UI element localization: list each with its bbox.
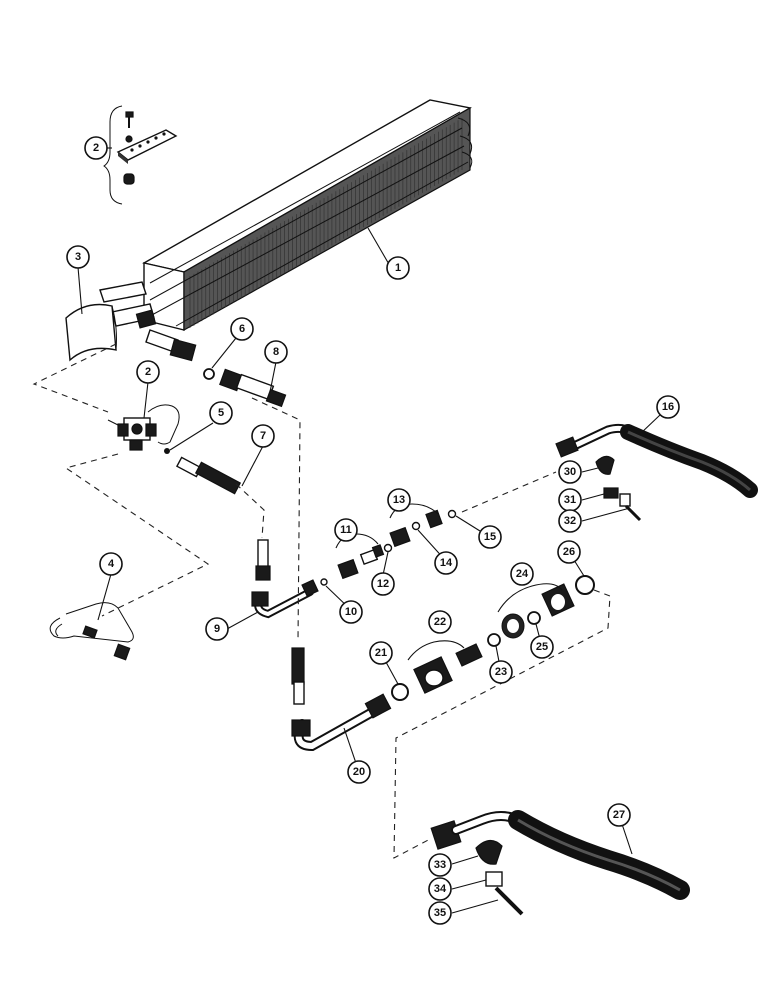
svg-text:33: 33 <box>434 859 446 871</box>
callout-1[interactable]: 1 <box>386 256 410 280</box>
callout-9[interactable]: 9 <box>205 617 229 641</box>
svg-text:21: 21 <box>375 647 387 659</box>
equalizer-tube <box>49 602 134 661</box>
o-ring-10 <box>320 578 328 586</box>
svg-text:15: 15 <box>484 531 496 543</box>
o-ring-5 <box>164 448 170 454</box>
callout-4[interactable]: 4 <box>99 552 123 576</box>
svg-text:32: 32 <box>564 515 576 527</box>
callout-2-bracket[interactable]: 2 <box>84 136 108 160</box>
callout-32[interactable]: 32 <box>558 509 582 533</box>
routing-lines <box>32 343 611 859</box>
callout-14[interactable]: 14 <box>434 551 458 575</box>
svg-text:24: 24 <box>516 568 529 580</box>
cooler-core <box>99 99 473 362</box>
svg-text:35: 35 <box>434 907 446 919</box>
callout-21[interactable]: 21 <box>369 641 393 665</box>
svg-text:11: 11 <box>340 524 352 536</box>
svg-text:27: 27 <box>613 809 625 821</box>
callout-26[interactable]: 26 <box>557 540 581 564</box>
svg-text:26: 26 <box>563 546 575 558</box>
hose-assembly-16 <box>555 423 758 498</box>
elbow-tube-20 <box>291 647 392 752</box>
bracket-kit <box>103 105 178 205</box>
callout-22[interactable]: 22 <box>428 610 452 634</box>
svg-text:8: 8 <box>273 346 279 358</box>
fitting-group-21-26 <box>391 575 595 701</box>
callout-13[interactable]: 13 <box>387 488 411 512</box>
svg-text:25: 25 <box>536 641 548 653</box>
svg-text:12: 12 <box>377 578 389 590</box>
svg-text:6: 6 <box>239 323 245 335</box>
svg-text:22: 22 <box>434 616 446 628</box>
callout-30[interactable]: 30 <box>558 460 582 484</box>
fitting-7 <box>175 456 242 495</box>
callout-23[interactable]: 23 <box>489 660 513 684</box>
callout-8[interactable]: 8 <box>264 340 288 364</box>
svg-text:14: 14 <box>440 557 453 569</box>
elbow-tube-9 <box>251 539 319 619</box>
callout-2-valve[interactable]: 2 <box>136 360 160 384</box>
callout-27[interactable]: 27 <box>607 803 631 827</box>
callout-10[interactable]: 10 <box>339 600 363 624</box>
svg-text:30: 30 <box>564 466 576 478</box>
leader-lines <box>77 227 661 914</box>
callout-7[interactable]: 7 <box>251 424 275 448</box>
callouts: 1 2 2 3 4 5 6 7 8 9 10 11 12 13 14 15 16… <box>66 136 680 925</box>
svg-text:20: 20 <box>353 766 365 778</box>
callout-5[interactable]: 5 <box>209 401 233 425</box>
svg-text:13: 13 <box>393 494 405 506</box>
svg-text:2: 2 <box>93 142 99 154</box>
callout-16[interactable]: 16 <box>656 395 680 419</box>
callout-6[interactable]: 6 <box>230 317 254 341</box>
expansion-valve <box>107 404 180 451</box>
fitting-8 <box>219 368 287 408</box>
callout-31[interactable]: 31 <box>558 488 582 512</box>
hose-assembly-27 <box>430 810 690 916</box>
callout-3[interactable]: 3 <box>66 245 90 269</box>
svg-text:5: 5 <box>218 407 224 419</box>
callout-25[interactable]: 25 <box>530 635 554 659</box>
svg-text:34: 34 <box>434 883 447 895</box>
fitting-group-11-15 <box>337 509 457 580</box>
svg-text:2: 2 <box>145 366 151 378</box>
callout-34[interactable]: 34 <box>428 877 452 901</box>
callout-33[interactable]: 33 <box>428 853 452 877</box>
callout-15[interactable]: 15 <box>478 525 502 549</box>
svg-text:3: 3 <box>75 251 81 263</box>
insulation-pad <box>65 303 117 362</box>
svg-text:9: 9 <box>214 623 220 635</box>
callout-35[interactable]: 35 <box>428 901 452 925</box>
svg-text:10: 10 <box>345 606 357 618</box>
svg-text:23: 23 <box>495 666 507 678</box>
svg-text:1: 1 <box>395 262 401 274</box>
callout-11[interactable]: 11 <box>334 518 358 542</box>
callout-12[interactable]: 12 <box>371 572 395 596</box>
svg-text:31: 31 <box>564 494 576 506</box>
svg-text:7: 7 <box>260 430 266 442</box>
svg-text:4: 4 <box>108 558 115 570</box>
clamp-30-32 <box>595 455 642 522</box>
callout-20[interactable]: 20 <box>347 760 371 784</box>
svg-text:16: 16 <box>662 401 674 413</box>
callout-24[interactable]: 24 <box>510 562 534 586</box>
o-ring-6 <box>203 368 215 380</box>
